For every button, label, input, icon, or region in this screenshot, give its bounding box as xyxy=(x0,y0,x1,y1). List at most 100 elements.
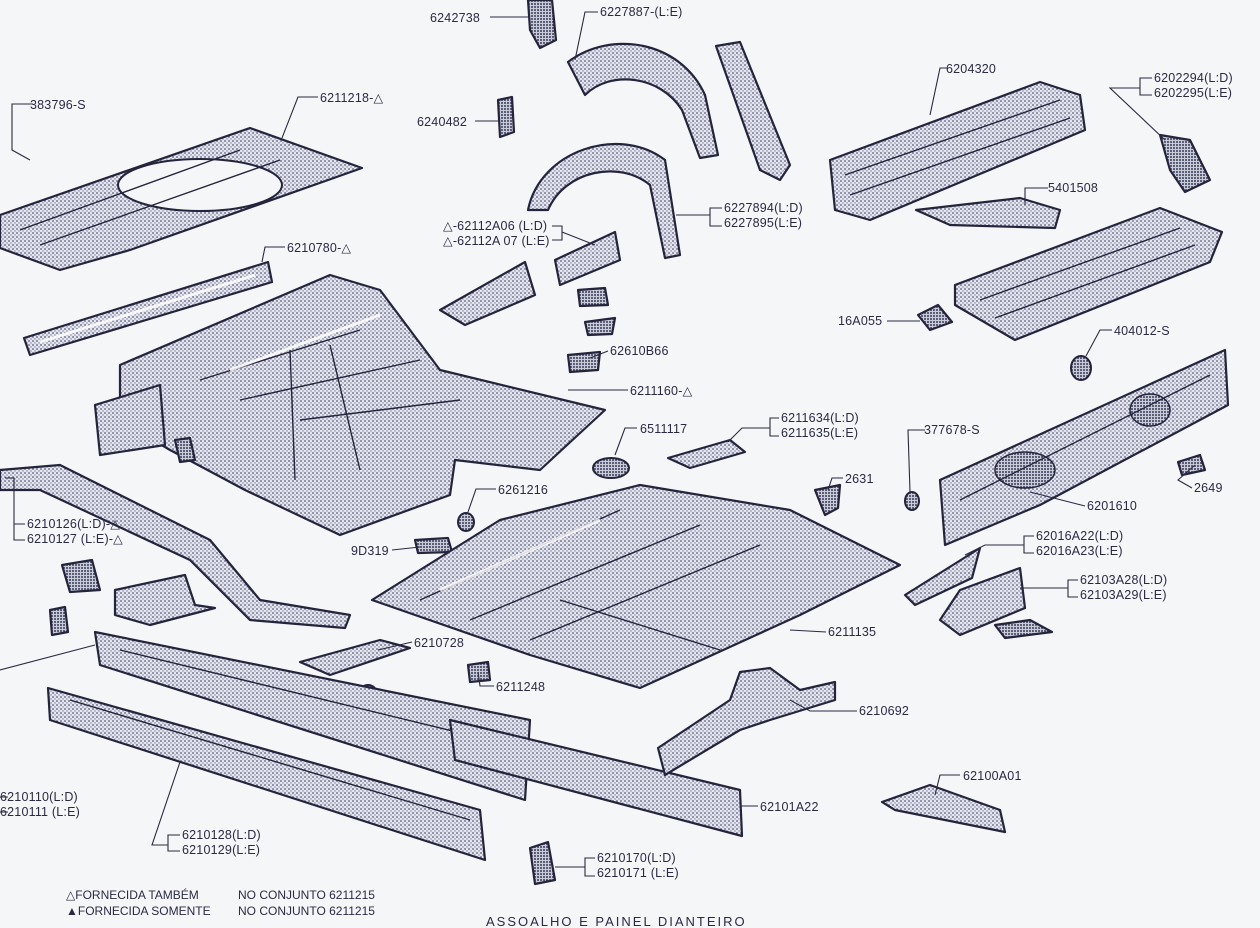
part-label-line: 6204320 xyxy=(946,62,996,76)
legend-item-1: △FORNECIDA TAMBÉM NO CONJUNTO 6211215 xyxy=(66,887,375,902)
part-label-line: 6210127 (L:E)-△ xyxy=(27,532,123,546)
part-label-6210170: 6210170(L:D)6210171 (L:E) xyxy=(597,851,679,880)
rocker-panel-inner xyxy=(93,630,532,802)
bracket-6242738 xyxy=(526,0,558,50)
part-label-6210110: 6210110(L:D)6210111 (L:E) xyxy=(0,790,80,819)
part-label-line: 62016A22(L:D) xyxy=(1036,529,1123,543)
part-label-6211634: 6211634(L:D)6211635(L:E) xyxy=(781,411,859,440)
hinge-bracket xyxy=(1158,133,1212,194)
legend-text-1: FORNECIDA TAMBÉM xyxy=(75,887,199,902)
part-label-line: 6210170(L:D) xyxy=(597,851,676,865)
part-label-line: 2649 xyxy=(1194,481,1223,495)
part-label-6210126: 6210126(L:D)-△6210127 (L:E)-△ xyxy=(27,517,123,546)
part-label-6210780: 6210780-△ xyxy=(287,241,351,255)
part-label-62016A22: 62016A22(L:D)62016A23(L:E) xyxy=(1036,529,1123,558)
part-label-line: 6211248 xyxy=(496,680,545,694)
parts-illustration xyxy=(0,0,1230,886)
grommet-404012 xyxy=(1070,355,1092,381)
rear-floor-pan-6211135 xyxy=(370,483,902,690)
part-label-16A055: 16A055 xyxy=(838,314,882,328)
clip-9D319 xyxy=(413,536,454,555)
part-label-6240482: 6240482 xyxy=(417,115,467,129)
legend-note-1: NO CONJUNTO 6211215 xyxy=(238,888,375,902)
part-label-line: 6211634(L:D) xyxy=(781,411,859,425)
part-label-6211160: 6211160-△ xyxy=(630,384,693,398)
part-label-line: 62101A22 xyxy=(760,800,819,814)
part-label-line: 6201610 xyxy=(1087,499,1137,513)
front-floor-pan xyxy=(118,273,607,537)
legend-symbol-filled: ▲ xyxy=(66,904,78,918)
rear-floor-pan xyxy=(0,126,364,272)
part-label-6210728: 6210728 xyxy=(414,636,464,650)
part-label-9D319: 9D319 xyxy=(351,544,389,558)
part-label-line: △-62112A 07 (L:E) xyxy=(443,234,550,248)
part-label-6261216: 6261216 xyxy=(498,483,548,497)
part-label-line: 383796-S xyxy=(30,98,86,112)
part-label-line: 6210780-△ xyxy=(287,241,351,255)
grommet-6511117 xyxy=(592,457,630,479)
part-label-line: 62103A28(L:D) xyxy=(1080,573,1167,587)
part-label-line: 62610B66 xyxy=(610,344,669,358)
bracket-left-3 xyxy=(48,605,70,637)
part-label-6211218: 6211218-△ xyxy=(320,91,383,105)
part-label-line: 6202295(L:E) xyxy=(1154,86,1232,100)
gusset-62016A22 xyxy=(903,546,982,607)
part-label-line: 6211135 xyxy=(828,625,876,639)
part-label-6202294: 6202294(L:D)6202295(L:E) xyxy=(1154,71,1233,100)
bracket-6210728 xyxy=(298,638,412,677)
part-number-labels: 6242738 6227887-(L:E) 6204320 6202294(L:D)6… xyxy=(0,5,1233,880)
part-label-line: 6210111 (L:E) xyxy=(0,805,80,819)
bracket-62112A06 xyxy=(438,260,537,327)
clip-b xyxy=(583,316,617,337)
side-rail xyxy=(0,463,352,630)
cowl-panel xyxy=(828,80,1087,222)
clip-a xyxy=(576,286,610,308)
legend-text-2: FORNECIDA SOMENTE xyxy=(78,904,211,918)
legend-item-2: ▲FORNECIDA SOMENTE NO CONJUNTO 6211215 xyxy=(66,904,375,918)
part-label-377678: 377678-S xyxy=(924,423,980,437)
part-label-line: 9D319 xyxy=(351,544,389,558)
part-label-line: 404012-S xyxy=(1114,324,1170,338)
bracket-left-2 xyxy=(113,573,217,627)
part-label-line: △-62112A06 (L:D) xyxy=(443,219,547,233)
part-label-line: 377678-S xyxy=(924,423,980,437)
part-label-2631: 2631 xyxy=(845,472,874,486)
part-label-404012: 404012-S xyxy=(1114,324,1170,338)
leader-lines xyxy=(0,11,1196,877)
part-label-line: 6511117 xyxy=(640,422,687,436)
part-label-6211135: 6211135 xyxy=(828,625,876,639)
wheelhouse-inner xyxy=(526,142,682,260)
part-label-line: 5401508 xyxy=(1048,181,1098,195)
part-label-line: 6240482 xyxy=(417,115,467,129)
bracket-6211634 xyxy=(666,438,747,470)
part-label-62100A01: 62100A01 xyxy=(963,769,1022,783)
crossmember-left xyxy=(93,383,167,457)
part-label-line: 6210126(L:D)-△ xyxy=(27,517,120,531)
part-label-6204320: 6204320 xyxy=(946,62,996,76)
bracket-62100A01 xyxy=(880,783,1007,834)
clip-2649 xyxy=(1176,453,1207,477)
legend: △FORNECIDA TAMBÉM NO CONJUNTO 6211215 ▲F… xyxy=(66,887,375,918)
part-label-line: 6210110(L:D) xyxy=(0,790,78,804)
part-label-line: 6227887-(L:E) xyxy=(600,5,683,19)
clip-left-4 xyxy=(173,436,197,464)
part-label-line: 6210129(L:E) xyxy=(182,843,260,857)
part-label-line: 6227894(L:D) xyxy=(724,201,803,215)
bracket-62112A06-b xyxy=(553,230,622,287)
part-label-line: 6242738 xyxy=(430,11,480,25)
part-label-383796: 383796-S xyxy=(30,98,86,112)
part-label-line: 6210692 xyxy=(859,704,909,718)
part-label-line: 6210128(L:D) xyxy=(182,828,261,842)
part-label-6227894: 6227894(L:D)6227895(L:E) xyxy=(724,201,803,230)
part-label-line: 2631 xyxy=(845,472,874,486)
bracket-6240482 xyxy=(496,95,516,139)
grommet-6261216 xyxy=(457,512,475,532)
part-label-6242738: 6242738 xyxy=(430,11,480,25)
part-label-line: 6211635(L:E) xyxy=(781,426,858,440)
part-label-6227887: 6227887-(L:E) xyxy=(600,5,683,19)
bracket-6210170 xyxy=(528,840,557,886)
part-label-line: 62103A29(L:E) xyxy=(1080,588,1167,602)
part-label-6511117: 6511117 xyxy=(640,422,687,436)
bracket-left-1 xyxy=(60,558,102,594)
